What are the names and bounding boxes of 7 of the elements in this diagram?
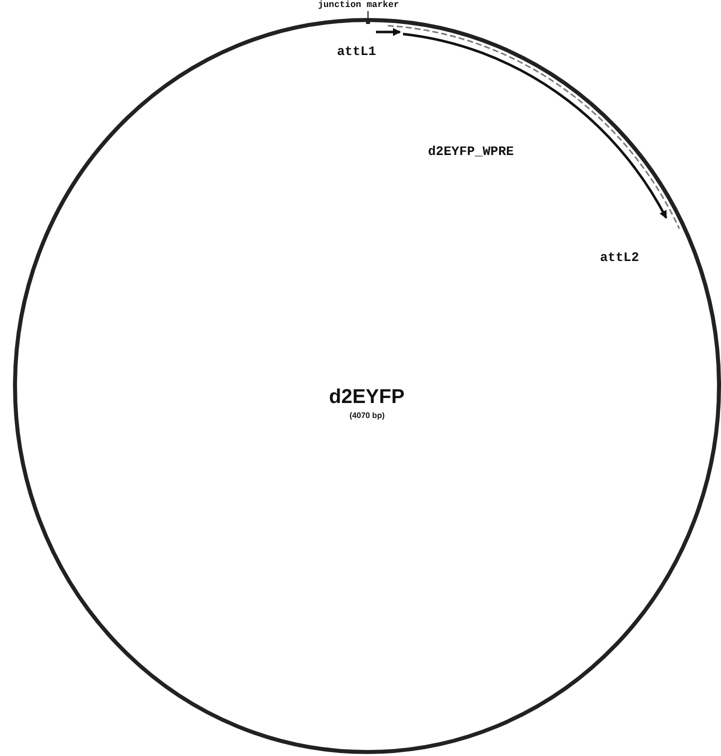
feature-label: attL2 [600,250,640,265]
feature-label: attL1 [337,44,376,59]
plasmid-size: (4070 bp) [350,411,385,420]
junction-tick [366,18,370,24]
marker-label: junction marker [318,0,400,11]
plasmid-name: d2EYFP [329,386,405,409]
feature-label: d2EYFP_WPRE [428,144,514,159]
